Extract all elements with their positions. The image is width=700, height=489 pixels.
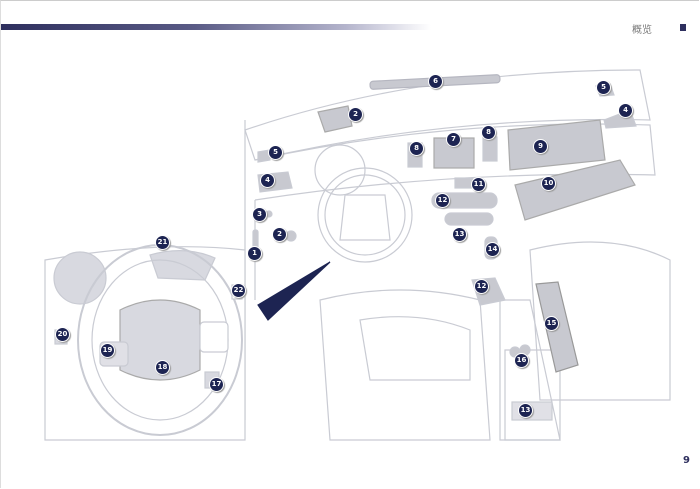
callout-marker-18: 18 xyxy=(155,360,170,375)
callout-marker-5: 5 xyxy=(268,145,283,160)
callout-marker-8: 8 xyxy=(481,125,496,140)
callout-marker-10: 10 xyxy=(541,176,556,191)
callout-marker-1: 1 xyxy=(247,246,262,261)
callout-marker-15: 15 xyxy=(544,316,559,331)
callout-marker-20: 20 xyxy=(55,327,70,342)
callout-marker-22: 22 xyxy=(231,283,246,298)
callout-marker-2: 2 xyxy=(348,107,363,122)
callout-marker-5: 5 xyxy=(596,80,611,95)
page-number: 9 xyxy=(683,455,690,466)
callout-marker-8: 8 xyxy=(409,141,424,156)
section-marker xyxy=(680,24,686,31)
callout-marker-16: 16 xyxy=(514,353,529,368)
callout-marker-11: 11 xyxy=(471,177,486,192)
callout-marker-19: 19 xyxy=(100,343,115,358)
callout-marker-14: 14 xyxy=(485,242,500,257)
section-title: 概览 xyxy=(632,25,652,36)
callout-marker-7: 7 xyxy=(446,132,461,147)
callout-marker-13: 13 xyxy=(452,227,467,242)
callout-marker-4: 4 xyxy=(260,173,275,188)
callout-marker-9: 9 xyxy=(533,139,548,154)
callout-marker-6: 6 xyxy=(428,74,443,89)
callout-marker-12: 12 xyxy=(474,279,489,294)
header-gradient-bar xyxy=(1,24,431,30)
callout-marker-4: 4 xyxy=(618,103,633,118)
callout-marker-3: 3 xyxy=(252,207,267,222)
callout-marker-2: 2 xyxy=(272,227,287,242)
callout-marker-13: 13 xyxy=(518,403,533,418)
callout-marker-17: 17 xyxy=(209,377,224,392)
callout-marker-21: 21 xyxy=(155,235,170,250)
callout-marker-12: 12 xyxy=(435,193,450,208)
